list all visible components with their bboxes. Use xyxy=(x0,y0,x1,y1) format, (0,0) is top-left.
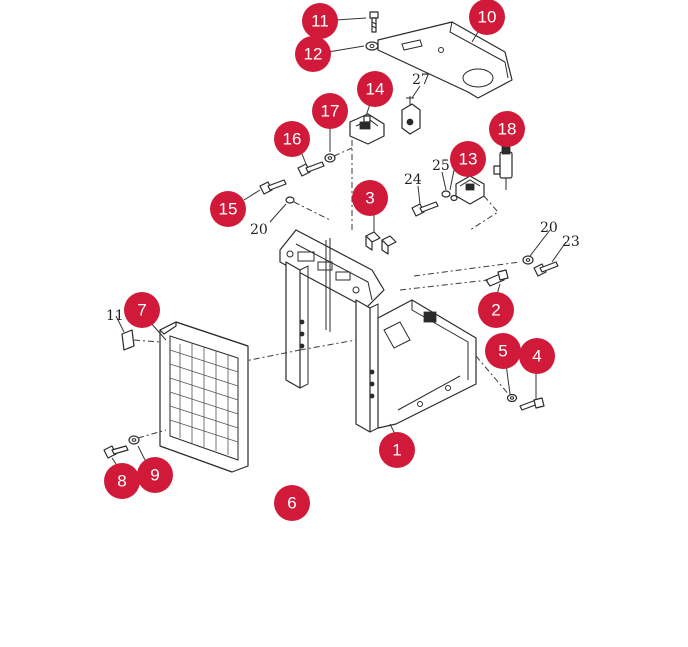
label-24: 24 xyxy=(404,172,422,188)
main-frame xyxy=(239,229,521,433)
callout-18[interactable]: 18 xyxy=(489,111,525,147)
svg-text:10: 10 xyxy=(478,8,497,27)
svg-text:13: 13 xyxy=(459,150,478,169)
svg-text:7: 7 xyxy=(137,301,146,320)
svg-text:6: 6 xyxy=(287,494,296,513)
callout-8[interactable]: 8 xyxy=(104,463,140,499)
callouts: 1 2 3 4 5 6 7 8 9 10 11 xyxy=(104,0,555,521)
callout-3[interactable]: 3 xyxy=(352,180,388,216)
label-25: 25 xyxy=(432,158,450,174)
callout-13[interactable]: 13 xyxy=(450,141,486,177)
label-11-plain: 11 xyxy=(106,308,124,324)
callout-17[interactable]: 17 xyxy=(312,93,348,129)
svg-text:3: 3 xyxy=(365,189,374,208)
svg-text:4: 4 xyxy=(532,347,541,366)
washer-17 xyxy=(324,147,353,163)
cover-washer xyxy=(365,41,379,51)
label-20-left: 20 xyxy=(250,222,268,238)
bolt-15 xyxy=(259,179,287,195)
svg-text:9: 9 xyxy=(150,466,159,485)
bolt-4 xyxy=(519,397,545,411)
callout-1[interactable]: 1 xyxy=(379,432,415,468)
svg-text:1: 1 xyxy=(392,441,401,460)
svg-text:8: 8 xyxy=(117,472,126,491)
washer-9 xyxy=(128,429,167,445)
svg-text:15: 15 xyxy=(219,200,238,219)
top-cover-plate xyxy=(377,21,513,99)
svg-text:14: 14 xyxy=(366,80,385,99)
svg-text:5: 5 xyxy=(498,342,507,361)
callout-5[interactable]: 5 xyxy=(485,333,521,369)
callout-15[interactable]: 15 xyxy=(210,191,246,227)
relay-component xyxy=(401,96,421,135)
switch-18 xyxy=(493,145,513,190)
svg-text:11: 11 xyxy=(311,12,329,31)
bolt-24 xyxy=(411,201,439,217)
callout-12[interactable]: 12 xyxy=(295,36,331,72)
bolt-23 xyxy=(533,261,559,277)
washer-5 xyxy=(506,393,518,403)
bolt-8 xyxy=(103,445,129,459)
plain-labels: 27 25 24 20 20 23 11 xyxy=(106,72,580,324)
grille-plug xyxy=(121,329,161,351)
washer-20-left xyxy=(285,196,331,221)
svg-text:2: 2 xyxy=(491,301,500,320)
clips-3 xyxy=(365,231,397,255)
callout-7[interactable]: 7 xyxy=(124,292,160,328)
callout-11[interactable]: 11 xyxy=(302,3,338,39)
component-13 xyxy=(455,175,485,205)
callout-6[interactable]: 6 xyxy=(274,485,310,521)
label-20-right: 20 xyxy=(540,220,558,236)
cover-bolt xyxy=(369,11,379,33)
svg-text:18: 18 xyxy=(498,120,517,139)
bolt-16 xyxy=(297,161,325,177)
washer-20-right xyxy=(522,255,534,265)
label-23: 23 xyxy=(562,234,580,250)
svg-text:16: 16 xyxy=(283,130,302,149)
bolt-2 xyxy=(485,269,509,287)
upper-bracket xyxy=(349,113,385,230)
callout-2[interactable]: 2 xyxy=(478,292,514,328)
front-grille xyxy=(159,321,249,473)
svg-text:12: 12 xyxy=(304,45,323,64)
label-27: 27 xyxy=(412,72,430,88)
callout-14[interactable]: 14 xyxy=(357,71,393,107)
callout-10[interactable]: 10 xyxy=(469,0,505,35)
callout-9[interactable]: 9 xyxy=(137,457,173,493)
callout-4[interactable]: 4 xyxy=(519,338,555,374)
callout-16[interactable]: 16 xyxy=(274,121,310,157)
washers-25 xyxy=(441,190,499,231)
svg-text:17: 17 xyxy=(321,102,340,121)
